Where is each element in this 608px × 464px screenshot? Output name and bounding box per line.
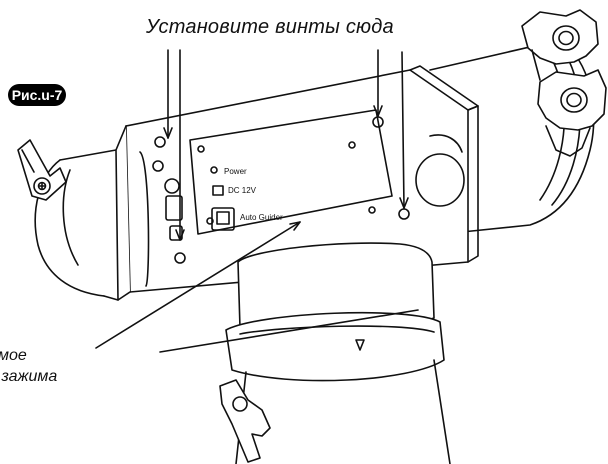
autoguider-label: Auto Guider <box>240 213 283 222</box>
clamp-annotation-line: то для зажима <box>0 368 58 385</box>
clamp-callout-lines <box>95 221 419 353</box>
clamp-annotation-line: мендуемое <box>0 347 27 364</box>
left-clamp-knob <box>17 139 67 201</box>
dc-label: DC 12V <box>228 186 257 195</box>
screw-arrows <box>163 49 409 241</box>
screw-hole-icon <box>174 252 186 264</box>
autoguider-port-icon <box>211 207 235 231</box>
power-label: Power <box>224 167 247 176</box>
right-knobs <box>521 9 607 157</box>
mount-base <box>225 242 451 464</box>
controller-panel <box>189 109 393 235</box>
clamp-annotation-line: ля <box>0 387 57 408</box>
screw-holes <box>152 116 410 264</box>
bottom-clamp-lever <box>219 379 271 463</box>
screw-instruction-annotation: Установите винты сюда <box>146 16 394 38</box>
screw-hole-icon <box>398 208 410 220</box>
screw-hole-icon <box>372 116 384 128</box>
power-led-icon <box>210 166 218 174</box>
clamp-location-annotation: мендуемое то для зажима ля <box>0 345 57 408</box>
screw-hole-icon <box>154 136 166 148</box>
dc-port-icon <box>212 185 224 196</box>
figure-badge: Рис.u-7 <box>8 84 66 106</box>
